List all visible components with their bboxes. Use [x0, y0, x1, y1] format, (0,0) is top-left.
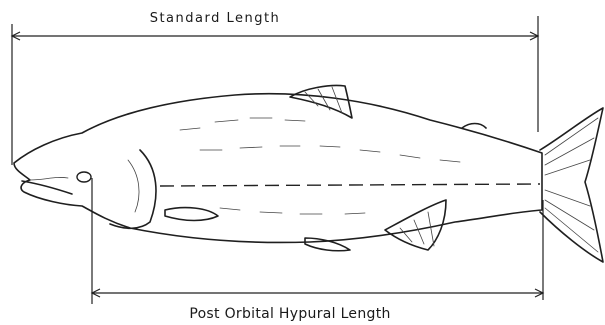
fish-mouth	[22, 181, 72, 194]
salmon-illustration	[14, 85, 603, 262]
fish-jaw	[30, 177, 68, 180]
post-orbital-hypural-length-measure: Post Orbital Hypural Length	[92, 178, 543, 322]
fish-gill-inner	[128, 160, 139, 212]
standard-length-label: Standard Length	[150, 11, 281, 26]
fish-gill-cover	[110, 150, 156, 228]
fish-dorsal-rays	[305, 87, 342, 113]
fish-body-outline	[14, 94, 542, 243]
fish-lateral-line	[160, 184, 540, 186]
fish-caudal-fin	[540, 108, 603, 262]
fish-body-shading	[180, 118, 460, 214]
fish-caudal-rays	[545, 118, 598, 252]
fish-adipose-fin	[462, 124, 486, 129]
post-orbital-hypural-length-label: Post Orbital Hypural Length	[189, 306, 390, 322]
fish-eye	[77, 172, 91, 182]
fish-anal-fin	[385, 200, 446, 250]
standard-length-measure: Standard Length	[12, 11, 538, 165]
fish-pectoral-fin	[165, 208, 218, 221]
fish-dorsal-fin	[290, 85, 352, 118]
